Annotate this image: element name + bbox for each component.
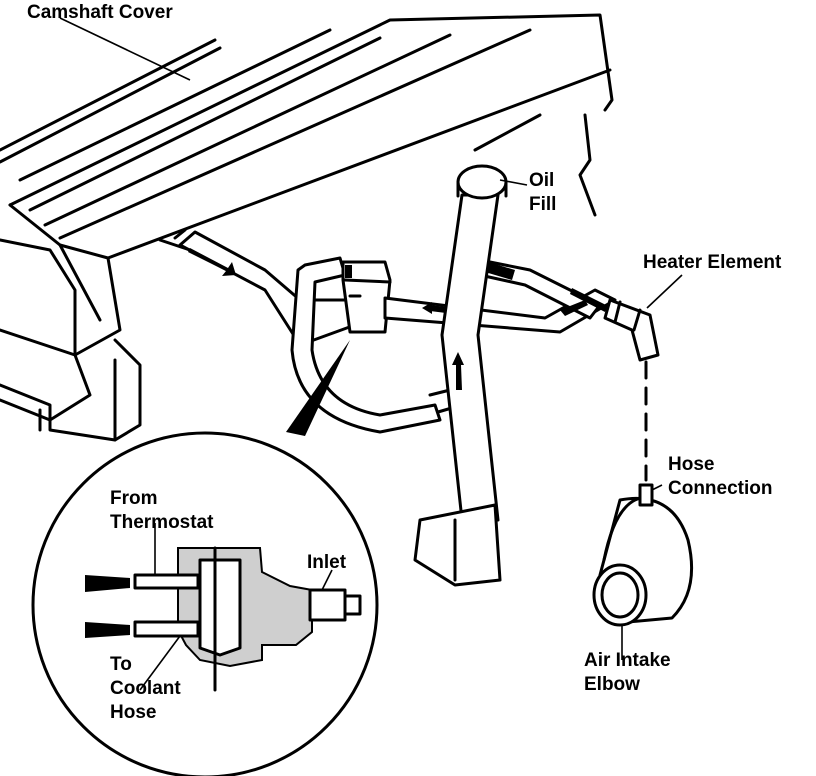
inset-pointer (286, 340, 350, 436)
heater-hose-upper (383, 258, 617, 334)
label-oil-fill-line1: Oil (529, 170, 554, 191)
label-from-thermostat-line1: From (110, 488, 158, 509)
label-hose-connection-line2: Connection (668, 478, 773, 499)
label-to-coolant-hose-line1: To (110, 654, 132, 675)
label-heater-element: Heater Element (643, 252, 782, 273)
air-intake-elbow (592, 483, 694, 627)
label-to-coolant-hose-line3: Hose (110, 702, 156, 723)
label-hose-connection-line1: Hose (668, 454, 714, 475)
heater-hose-left (158, 228, 357, 347)
label-air-intake-elbow-line2: Elbow (584, 674, 640, 695)
inset-detail (31, 431, 379, 776)
label-camshaft-cover: Camshaft Cover (27, 2, 173, 23)
heater-element (603, 298, 660, 362)
oil-fill-tube (413, 164, 508, 587)
camshaft-cover (0, 13, 614, 442)
label-oil-fill-line2: Fill (529, 194, 556, 215)
label-from-thermostat-line2: Thermostat (110, 512, 214, 533)
label-air-intake-elbow-line1: Air Intake (584, 650, 671, 671)
leader-lines (59, 17, 683, 660)
label-to-coolant-hose-line2: Coolant (110, 678, 181, 699)
thermostat-housing (341, 260, 392, 334)
label-inlet: Inlet (307, 552, 347, 573)
